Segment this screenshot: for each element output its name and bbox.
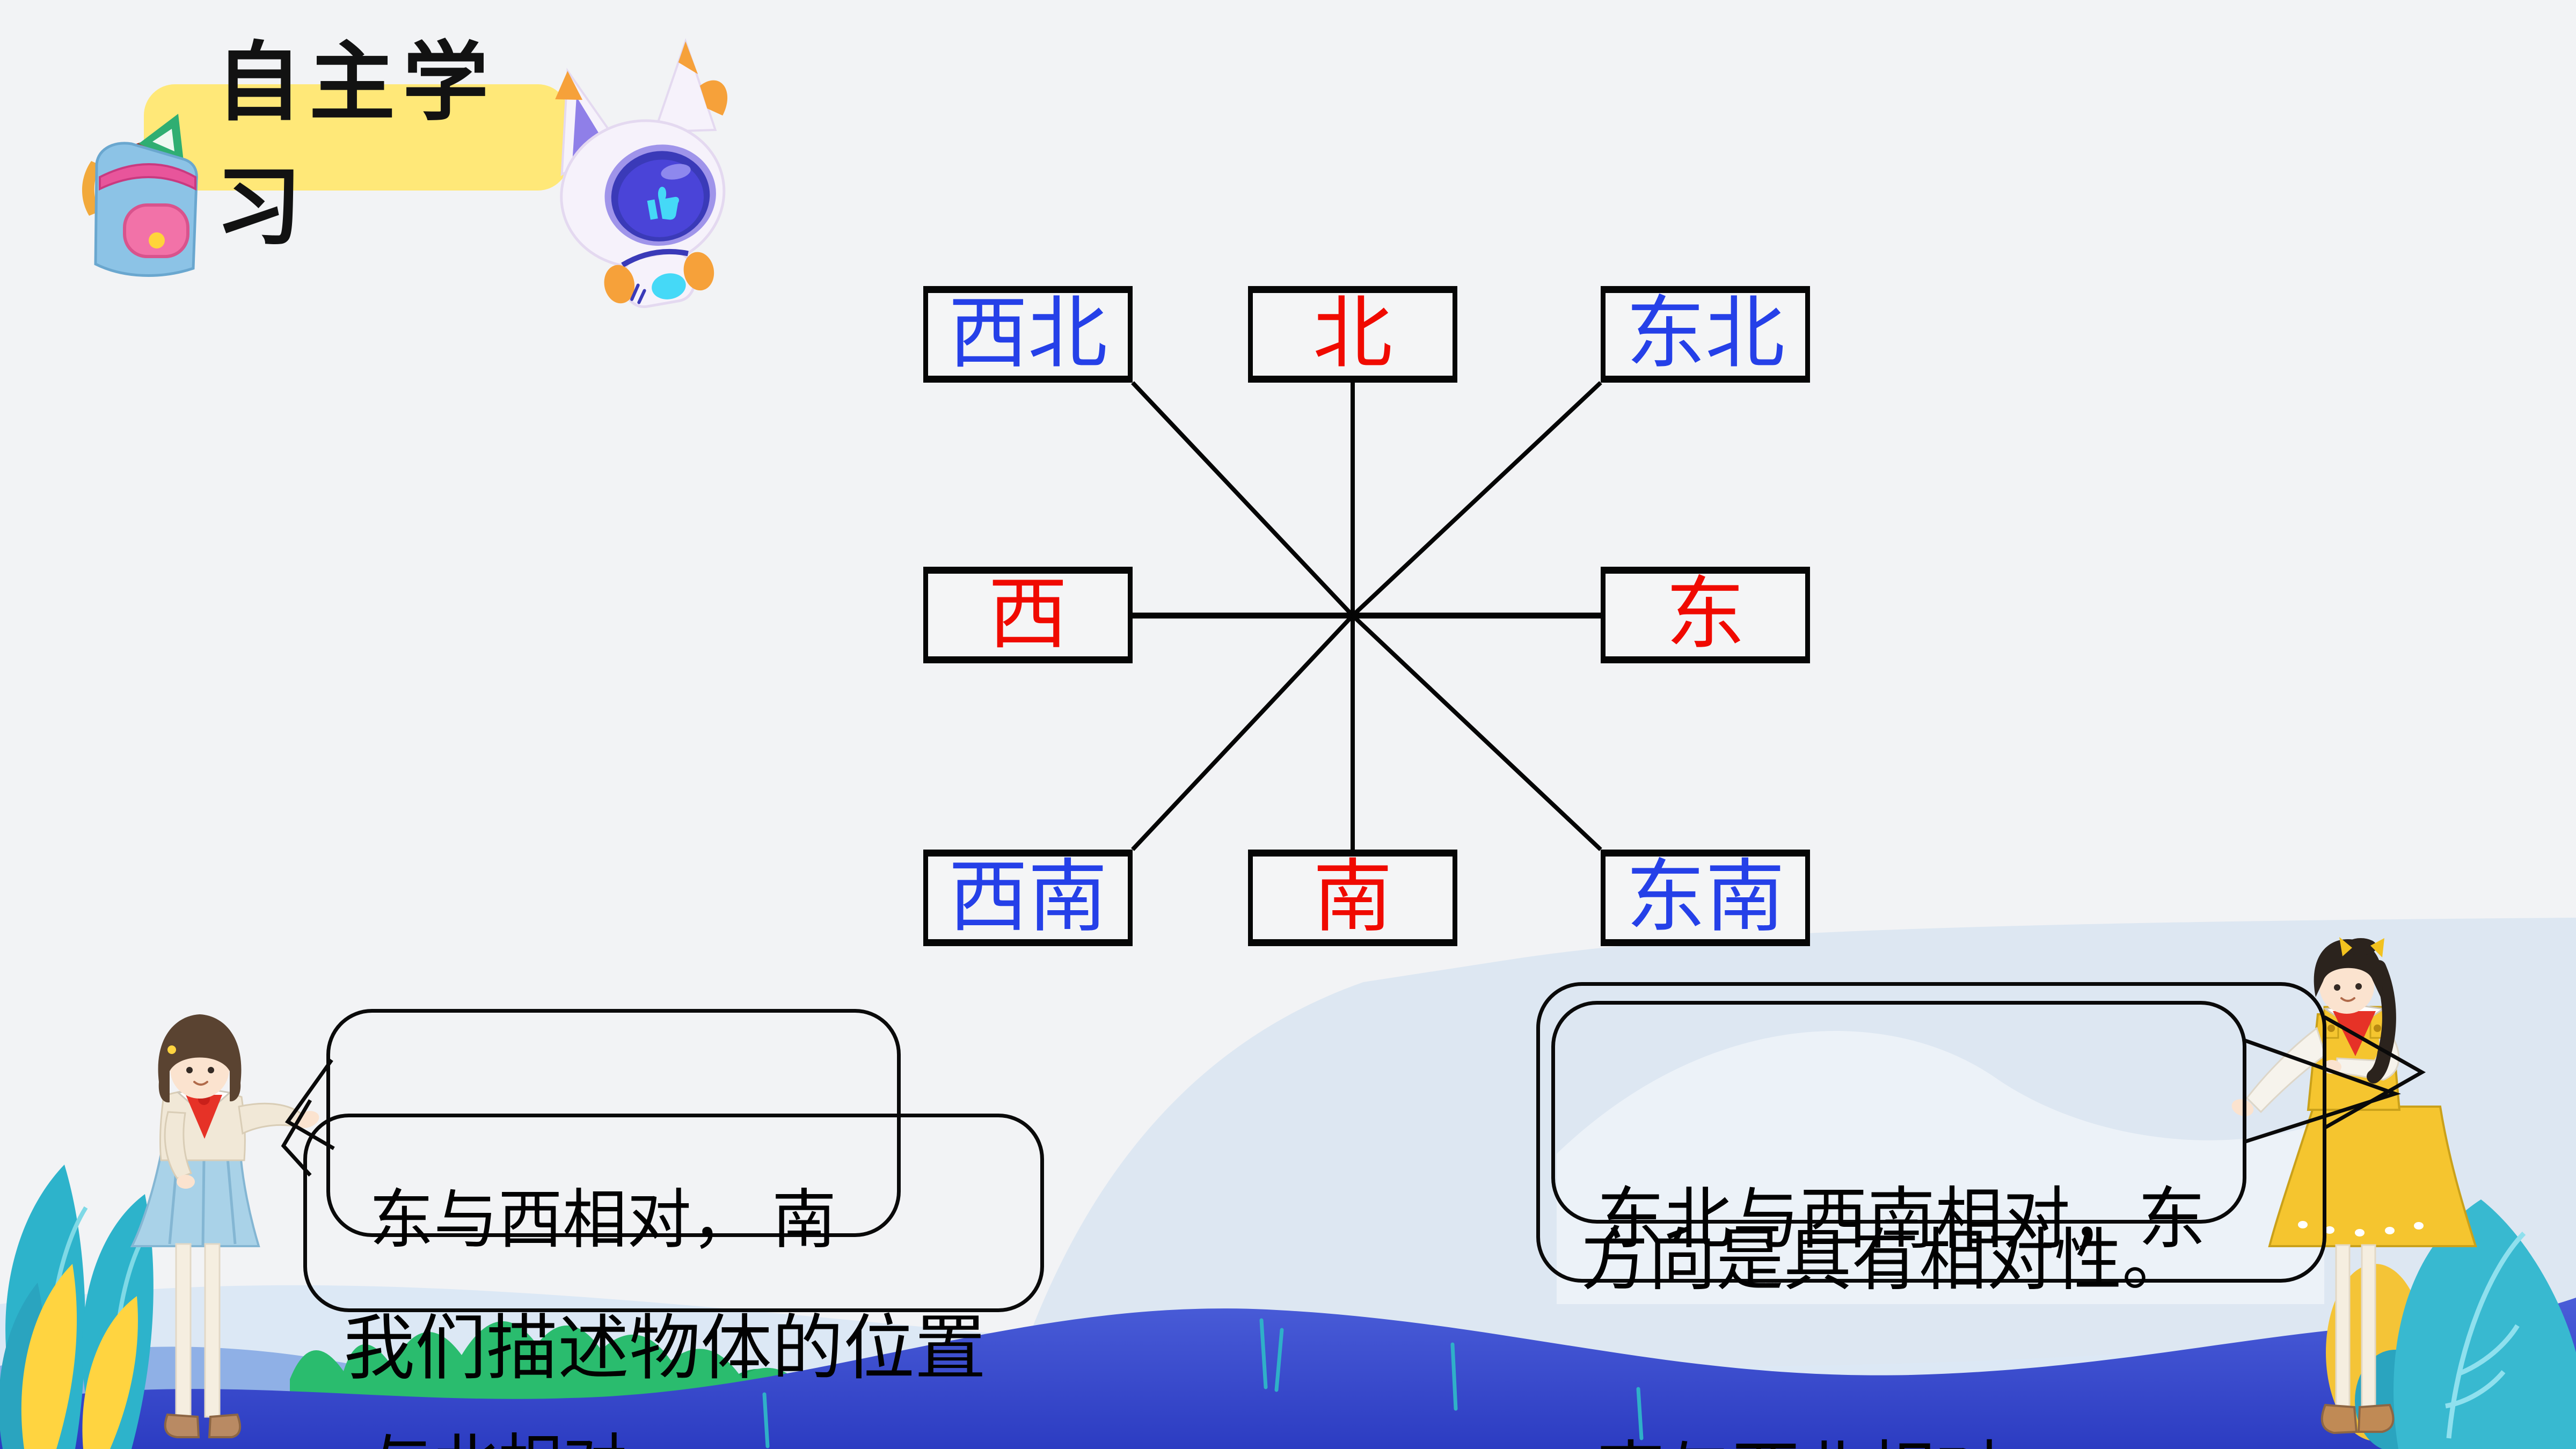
header-badge (144, 84, 569, 191)
right-teal-leaf (2355, 1199, 2576, 1449)
direction-label: 东北 (1626, 290, 1785, 378)
direction-label: 南 (1313, 854, 1392, 942)
yellow-plant (21, 1264, 138, 1449)
direction-box-southeast: 东南 (1601, 850, 1810, 946)
robot-mascot-icon (555, 38, 728, 309)
direction-box-north: 北 (1248, 286, 1457, 383)
speech-bubble-right-back (1551, 1001, 2246, 1224)
speech-text-right-front: 方向是具有相对性。 (1581, 1224, 2190, 1299)
teal-plant (0, 1165, 154, 1449)
direction-box-west: 西 (923, 567, 1133, 663)
direction-box-southwest: 西南 (923, 850, 1133, 946)
speech-text-right-back: 东北与西南相对，东 南与西北相对。 (1597, 1183, 2206, 1449)
speech-text-left-front: 我们描述物体的位置 时要有参照物。 (344, 1309, 986, 1388)
speech-bubble-right-front (1536, 982, 2326, 1283)
left-girl (130, 1014, 319, 1438)
direction-label: 北 (1313, 290, 1392, 378)
direction-label: 东南 (1626, 854, 1785, 942)
page-title: 自主学习 (216, 34, 497, 255)
tail-right-front (2323, 1015, 2426, 1130)
compass-lines (1131, 381, 1602, 851)
direction-box-south: 南 (1248, 850, 1457, 946)
direction-label: 西北 (948, 290, 1107, 378)
direction-box-northeast: 东北 (1601, 286, 1810, 383)
yellow-blob (2326, 1264, 2425, 1441)
direction-box-east: 东 (1601, 567, 1810, 663)
direction-box-northwest: 西北 (923, 286, 1133, 383)
direction-label: 东 (1666, 571, 1745, 659)
speech-text-left-back: 东与西相对， 南 与北相对。 (369, 1184, 836, 1449)
speech-bubble-left-front (303, 1114, 1044, 1312)
direction-label: 西南 (948, 854, 1107, 942)
direction-label: 西 (988, 571, 1068, 659)
